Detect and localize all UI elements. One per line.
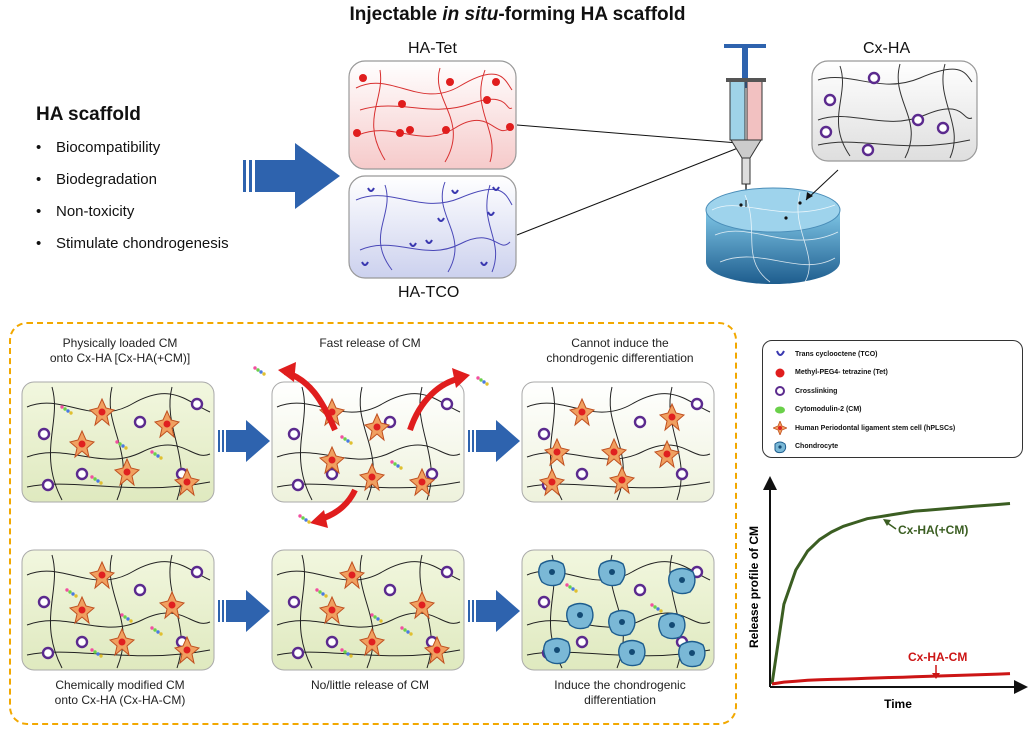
property-item: Biodegradation bbox=[36, 170, 229, 202]
panel-top-mid bbox=[271, 381, 465, 503]
series-label-cx-ha-cm: Cx-HA-CM bbox=[908, 650, 967, 664]
arrow-icon bbox=[468, 420, 520, 462]
chondrocyte-icon bbox=[773, 440, 787, 454]
legend-item: Human Periodontal ligament stem cell (hP… bbox=[773, 419, 1022, 438]
series-line-cx-ha-plus-cm bbox=[770, 502, 1011, 685]
x-axis-label: Time bbox=[884, 697, 912, 711]
legend-item: Cytomodulin-2 (CM) bbox=[773, 401, 1022, 420]
crosslink-icon bbox=[773, 384, 787, 398]
syringe-icon bbox=[724, 44, 766, 200]
release-chart: Release profile of CM Time Cx-HA(+CM) Cx… bbox=[748, 476, 1028, 711]
panel-bot-mid bbox=[271, 549, 465, 671]
legend-item: Trans cyclooctene (TCO) bbox=[773, 345, 1022, 364]
properties-heading: HA scaffold bbox=[36, 104, 141, 125]
legend: Trans cyclooctene (TCO) Methyl-PEG4- tet… bbox=[762, 340, 1023, 458]
caption-top-mid: Fast release of CM bbox=[319, 336, 421, 350]
tco-icon bbox=[773, 347, 787, 361]
stem-cell-icon bbox=[773, 421, 787, 436]
series-label-cx-ha-plus-cm: Cx-HA(+CM) bbox=[898, 523, 968, 537]
arrow-icon bbox=[468, 590, 520, 632]
properties-list: Biocompatibility Biodegradation Non-toxi… bbox=[36, 138, 229, 266]
tetrazine-icon bbox=[773, 366, 787, 380]
legend-item: Chondrocyte bbox=[773, 438, 1022, 457]
panel-bot-right bbox=[521, 549, 715, 671]
panel-bot-left bbox=[21, 549, 215, 671]
property-item: Biocompatibility bbox=[36, 138, 229, 170]
mechanism-illustration bbox=[21, 362, 715, 671]
ha-tet-label: HA-Tet bbox=[408, 40, 457, 57]
cx-ha-label: Cx-HA bbox=[863, 40, 911, 57]
caption-bot-mid: No/little release of CM bbox=[310, 678, 430, 692]
legend-item: Crosslinking bbox=[773, 382, 1022, 401]
arrow-icon bbox=[218, 420, 270, 462]
panel-top-left bbox=[21, 381, 215, 503]
panel-top-right bbox=[521, 381, 715, 503]
ha-tco-label: HA-TCO bbox=[398, 284, 460, 301]
big-arrow-icon bbox=[243, 143, 340, 209]
legend-item: Methyl-PEG4- tetrazine (Tet) bbox=[773, 364, 1022, 383]
cm-peptide-icon bbox=[773, 403, 787, 417]
ha-tet-box bbox=[348, 60, 517, 170]
gel-disc-icon bbox=[705, 187, 841, 284]
chart-axes bbox=[763, 476, 1028, 694]
series-line-cx-ha-cm bbox=[771, 672, 1011, 686]
y-axis-label: Release profile of CM bbox=[748, 526, 761, 648]
diagram-title: Injectable in situ-forming HA scaffold bbox=[349, 4, 686, 25]
property-item: Non-toxicity bbox=[36, 202, 229, 234]
ha-tco-box bbox=[348, 175, 517, 279]
arrow-icon bbox=[218, 590, 270, 632]
cx-ha-box bbox=[811, 60, 978, 162]
property-item: Stimulate chondrogenesis bbox=[36, 234, 229, 266]
mechanism-panel bbox=[9, 322, 737, 725]
top-illustration bbox=[243, 44, 978, 284]
